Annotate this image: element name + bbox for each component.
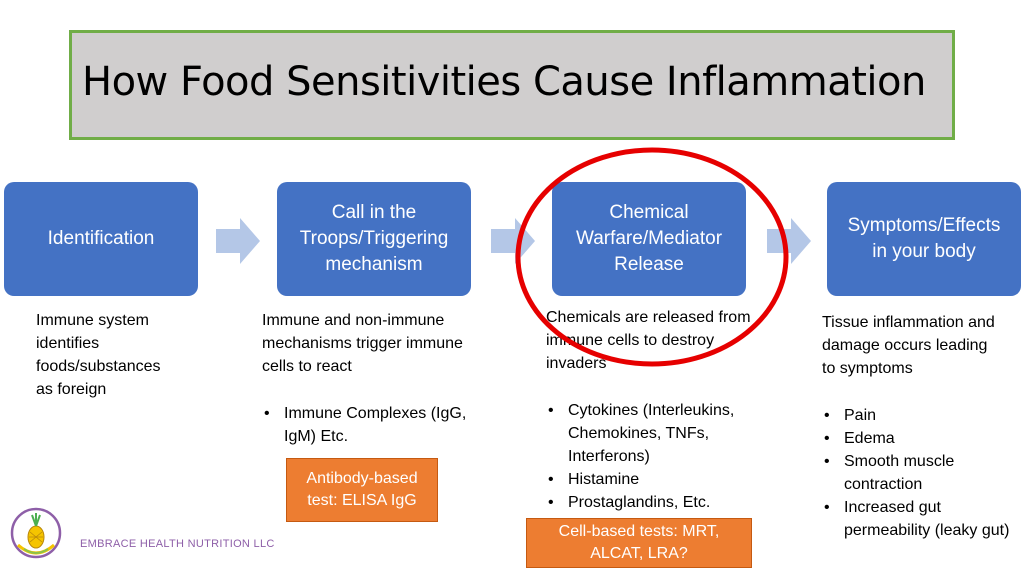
description-line: foods/substances [36, 358, 161, 375]
cell-test-badge: Cell-based tests: MRT, ALCAT, LRA? [526, 518, 752, 568]
highlight-circle [515, 147, 789, 367]
step-label-line: Call in the [331, 202, 417, 223]
list-item: Immune Complexes (IgG, IgM) Etc. [262, 402, 492, 448]
list-item: Increased gut permeability (leaky gut) [822, 496, 1012, 542]
step-description: Tissue inflammation and damage occurs le… [822, 311, 995, 380]
description-line: cells to react [262, 358, 352, 375]
description-line: Chemicals are released from [546, 309, 751, 326]
list-item: Prostaglandins, Etc. [546, 491, 786, 514]
bullet-list: Immune Complexes (IgG, IgM) Etc. [262, 402, 492, 448]
bullet-list: Cytokines (Interleukins, Chemokines, TNF… [546, 399, 786, 514]
step-label-line: Identification [47, 228, 155, 249]
step-call-in-troops: Call in the Troops/Triggering mechanism [277, 182, 471, 296]
test-label-line: test: ELISA IgG [307, 492, 417, 509]
list-item: Smooth muscle contraction [822, 450, 1012, 496]
step-label-line: Symptoms/Effects [847, 215, 1001, 236]
step-description: Immune and non-immune mechanisms trigger… [262, 309, 463, 378]
list-item: Cytokines (Interleukins, Chemokines, TNF… [546, 399, 786, 468]
right-arrow-icon [216, 218, 260, 264]
description-line: mechanisms trigger immune [262, 335, 463, 352]
description-line: Immune system [36, 312, 149, 329]
test-label-line: Cell-based tests: MRT, [558, 523, 720, 540]
description-line: Tissue inflammation and [822, 314, 995, 331]
company-name: EMBRACE HEALTH NUTRITION LLC [80, 538, 275, 550]
step-identification: Identification [4, 182, 198, 296]
description-line: to symptoms [822, 360, 913, 377]
bullet-list: Pain Edema Smooth muscle contraction Inc… [822, 404, 1012, 542]
description-line: Immune and non-immune [262, 312, 445, 329]
step-label-line: in your body [872, 241, 976, 262]
list-item: Pain [822, 404, 1012, 427]
step-label-line: Release [614, 254, 684, 275]
list-item: Edema [822, 427, 1012, 450]
description-line: identifies [36, 335, 100, 352]
step-description: Immune system identifies foods/substance… [36, 309, 161, 401]
page-title: How Food Sensitivities Cause Inflammatio… [82, 59, 926, 105]
title-banner: How Food Sensitivities Cause Inflammatio… [69, 30, 955, 140]
description-line: damage occurs leading [822, 337, 988, 354]
pineapple-logo-icon [10, 507, 62, 559]
description-line: invaders [546, 355, 607, 372]
test-label-line: ALCAT, LRA? [590, 545, 688, 562]
step-label-line: Troops/Triggering [299, 228, 449, 249]
step-label-line: Warfare/Mediator [575, 228, 723, 249]
step-label-line: Chemical [609, 202, 689, 223]
description-line: as foreign [36, 381, 107, 398]
right-arrow-icon [767, 218, 811, 264]
antibody-test-badge: Antibody-based test: ELISA IgG [286, 458, 438, 522]
step-chemical-warfare: Chemical Warfare/Mediator Release [552, 182, 746, 296]
step-symptoms: Symptoms/Effects in your body [827, 182, 1021, 296]
step-description: Chemicals are released from immune cells… [546, 306, 751, 375]
list-item: Histamine [546, 468, 786, 491]
test-label-line: Antibody-based [306, 470, 418, 487]
step-label-line: mechanism [325, 254, 423, 275]
description-line: immune cells to destroy [546, 332, 715, 349]
